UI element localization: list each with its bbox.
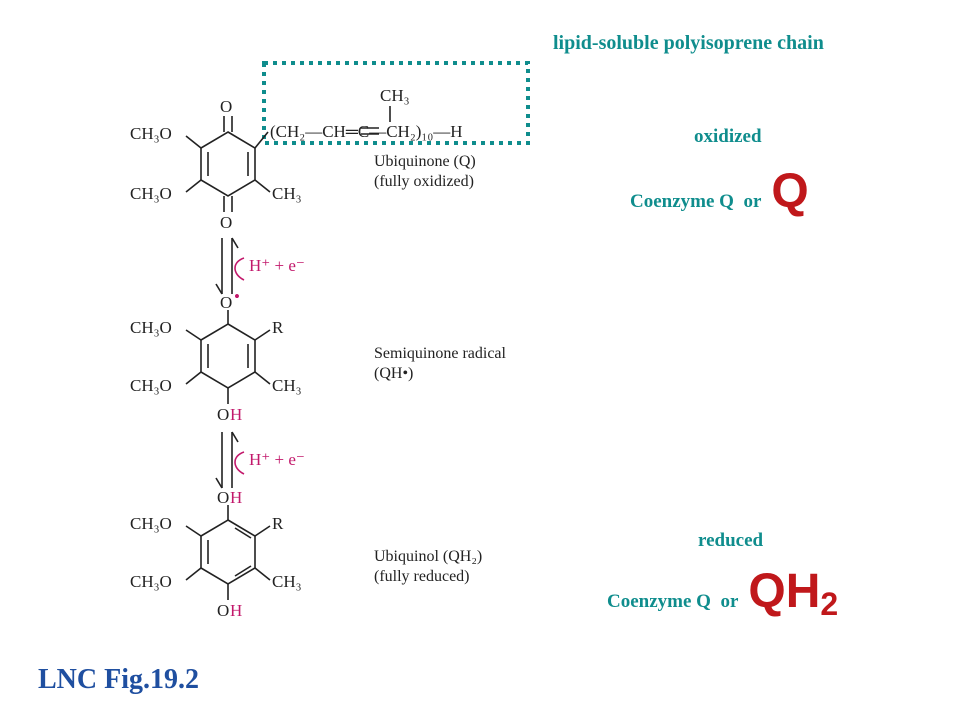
ubiquinone-note: (fully oxidized) — [374, 173, 474, 190]
step-2-label: H⁺ + e⁻ — [249, 450, 305, 469]
ubiquinone-o-bottom: O — [220, 213, 232, 232]
ubiquinol-name: Ubiquinol (QH₂) — [374, 548, 482, 565]
semiquinone-o-top: O — [220, 293, 232, 312]
q-symbol: Q — [771, 165, 809, 218]
semiquinone-left-upper: CH₃O — [130, 318, 172, 337]
ubiquinol-structure: O H O H CH₃O CH₃O R CH₃ Ubiquinol (QH₂) … — [130, 488, 482, 620]
qh2-main: QH — [748, 565, 821, 618]
qh2-symbol: QH2 — [748, 565, 838, 622]
ubiquinol-left-upper: CH₃O — [130, 514, 172, 533]
coenzyme-q-oxidized: Coenzyme Q or Q — [630, 164, 809, 219]
ubiquinone-chain: (CH₂—CH═C—CH₂)₁₀—H — [270, 122, 463, 141]
ubiquinol-h-top: H — [230, 488, 242, 507]
ubiquinone-name: Ubiquinone (Q) — [374, 153, 476, 170]
ubiquinone-right-lower: CH₃ — [272, 184, 302, 203]
ubiquinone-left-upper: CH₃O — [130, 124, 172, 143]
reduction-step-1: H⁺ + e⁻ — [215, 237, 305, 295]
qh2-subscript: 2 — [820, 586, 839, 622]
chain-label: lipid-soluble polyisoprene chain — [553, 32, 824, 54]
semiquinone-note: (QH•) — [374, 365, 413, 382]
semiquinone-left-lower: CH₃O — [130, 376, 172, 395]
semiquinone-h-bottom: H — [230, 405, 242, 424]
radical-dot: • — [234, 287, 240, 306]
figure-reference: LNC Fig.19.2 — [38, 664, 199, 695]
ubiquinol-left-lower: CH₃O — [130, 572, 172, 591]
reduced-label: reduced — [698, 530, 764, 551]
ubiquinol-right-upper: R — [272, 514, 284, 533]
ubiquinone-chain-methyl: CH₃ — [380, 86, 410, 105]
ubiquinone-structure: O O CH₃O CH₃O CH₃ CH₃ (CH₂—CH═C—CH₂)₁₀—H… — [130, 86, 476, 232]
semiquinone-right-upper: R — [272, 318, 284, 337]
coenzyme-or-text-2: Coenzyme Q or — [607, 591, 739, 612]
step-1-label: H⁺ + e⁻ — [249, 256, 305, 275]
ubiquinol-right-lower: CH₃ — [272, 572, 302, 591]
oxidized-label: oxidized — [694, 126, 762, 147]
ubiquinone-o-top: O — [220, 97, 232, 116]
semiquinone-right-lower: CH₃ — [272, 376, 302, 395]
semiquinone-name: Semiquinone radical — [374, 345, 507, 362]
coenzyme-or-text: Coenzyme Q or — [630, 191, 762, 212]
semiquinone-structure: O • O H CH₃O CH₃O R CH₃ Semiquinone radi… — [130, 287, 507, 424]
ubiquinol-o-top: O — [217, 488, 229, 507]
semiquinone-o-bottom: O — [217, 405, 229, 424]
chain-highlight-box — [262, 61, 530, 145]
ubiquinol-h-bottom: H — [230, 601, 242, 620]
coenzyme-qh2-reduced: Coenzyme Q or QH2 — [607, 564, 838, 623]
reduction-step-2: H⁺ + e⁻ — [215, 431, 305, 489]
ubiquinol-note: (fully reduced) — [374, 568, 470, 585]
ubiquinol-o-bottom: O — [217, 601, 229, 620]
ubiquinone-left-lower: CH₃O — [130, 184, 172, 203]
